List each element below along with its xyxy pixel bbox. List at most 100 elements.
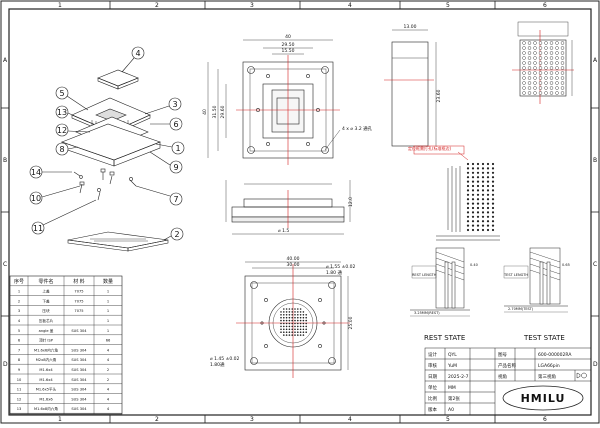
pin-pad (549, 76, 554, 80)
pin-hole (285, 334, 288, 336)
detail-pin-dots (466, 162, 495, 232)
bom-header-cell: 零件名 (38, 278, 53, 285)
bom-cell: 压板芯片 (39, 318, 54, 323)
pin-hole (302, 314, 305, 316)
pin-hole (294, 328, 296, 331)
dim-text: REST LENGTH (412, 273, 437, 277)
pin-pad (522, 66, 526, 70)
bottom-pin-grid (280, 308, 308, 336)
pin-dot (481, 189, 485, 192)
pin-pad (522, 56, 526, 60)
pin-hole (285, 311, 288, 313)
pin-pad (560, 51, 565, 55)
pin-hole (305, 322, 308, 325)
tb-value: QYL (448, 352, 457, 358)
pin-pad (544, 46, 548, 50)
test-state-section (503, 247, 568, 313)
pin-dot (476, 180, 480, 183)
tb-value: A0 (448, 407, 454, 413)
pin-dot (481, 176, 485, 179)
pin-hole (280, 322, 282, 325)
pin-pad (522, 71, 526, 75)
tb-label: 日期 (428, 374, 437, 380)
pin-pad (544, 66, 548, 70)
pin-pad (538, 41, 543, 45)
pin-pad (560, 56, 565, 60)
pin-array-view (512, 21, 574, 104)
bom-cell: 2 (107, 378, 109, 382)
bom-cell: M2x8内六角 (36, 357, 57, 362)
pin-dot (486, 206, 490, 210)
bom-cell: M1.6x4 (39, 368, 53, 372)
bom-header-cell: 数量 (103, 278, 113, 285)
tb-value: MM (448, 385, 456, 391)
dim-text: 0.65 (562, 263, 570, 267)
pin-hole (285, 314, 288, 316)
pin-hole (280, 325, 282, 328)
pin-dot (491, 220, 495, 223)
pin-pad (555, 61, 559, 65)
pin-pad (560, 46, 565, 50)
pin-pad (533, 41, 537, 45)
bom-cell: 1 (107, 329, 109, 333)
tb-label: 产品名称 (498, 362, 516, 369)
pin-pad (555, 46, 559, 50)
pin-dot (491, 184, 495, 188)
pin-dot (471, 202, 475, 205)
tb-value: 第三视角 (538, 373, 556, 380)
pin-pad (533, 91, 537, 95)
pin-pad (538, 56, 543, 60)
pin-dot (476, 167, 480, 170)
balloon-label: 9 (173, 163, 178, 172)
pin-hole (280, 328, 282, 331)
pin-pad (538, 61, 543, 65)
bom-cell: 3 (18, 309, 20, 313)
pin-dot (486, 189, 490, 192)
pin-dot (481, 193, 485, 196)
pin-hole (294, 314, 296, 316)
row-label: C (3, 261, 7, 268)
bom-cell: 13 (17, 407, 22, 411)
pin-hole (294, 322, 296, 325)
pin-hole (283, 319, 285, 322)
tb-label: 视角 (498, 373, 507, 380)
col-label-bottom: 1 (58, 416, 62, 423)
pin-hole (299, 331, 302, 334)
bom-cell: 2 (18, 299, 20, 303)
pin-dot (481, 220, 485, 223)
pin-dot (471, 220, 475, 223)
dim-text: 25.00 (348, 316, 354, 329)
pin-hole (285, 322, 288, 325)
pin-dot (471, 206, 475, 210)
dim-text: 0.40 (470, 263, 478, 267)
bom-cell: M1.6x6 (39, 397, 53, 401)
bom-cell: M1.6x8内六角 (34, 406, 58, 411)
part-bottom-plate (67, 231, 169, 249)
pin-hole (297, 322, 299, 325)
pin-hole (305, 314, 308, 316)
bom-cell: 6 (18, 339, 21, 343)
pin-hole (280, 311, 282, 313)
pin-hole (294, 325, 296, 328)
bom-cell: 66 (106, 339, 111, 343)
pin-hole (305, 328, 308, 331)
pin-pad (549, 71, 554, 75)
pin-pad (522, 86, 526, 90)
pin-dot (476, 215, 480, 218)
tb-value: 2025-2-7 (448, 374, 469, 380)
pin-hole (291, 322, 294, 325)
bom-cell: SUS 304 (71, 378, 87, 382)
bom-cell: 4 (107, 358, 110, 362)
pin-section-detail (413, 145, 500, 241)
pin-hole (302, 328, 305, 331)
pin-dot (471, 224, 475, 227)
tb-label: 单位 (428, 384, 437, 391)
tb-label: 设计 (428, 351, 437, 358)
pin-dot (466, 184, 470, 188)
pin-pad (533, 76, 537, 80)
pin-dot (491, 206, 495, 210)
dim-text: 13.00 (404, 24, 417, 30)
